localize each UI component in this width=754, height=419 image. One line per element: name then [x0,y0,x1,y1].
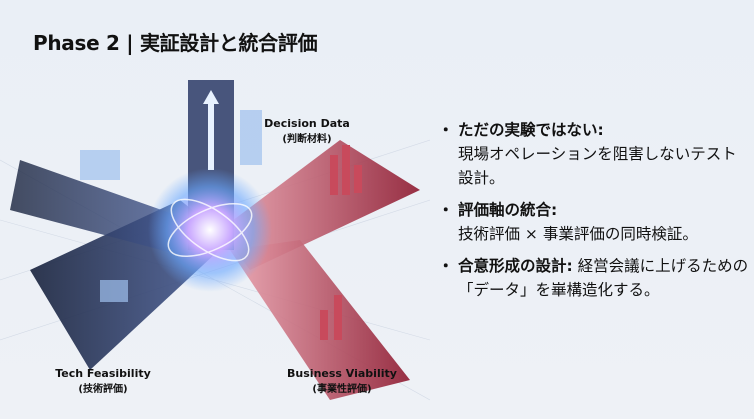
decision-data-label: Decision Data(判断材料) [264,117,350,145]
tech-feasibility-label: Tech Feasibility(技術評価) [55,367,151,395]
bullet-heading: ただの実験ではない: [458,121,604,139]
bullet-body: 技術評価 × 事業評価の同時検証。 [458,225,698,243]
bullet-item: ただの実験ではない: 現場オペレーションを阻害しないテスト設計。 [438,118,750,190]
bullet-body: 経営会議に上げるための「データ」を崋構造化する。 [458,257,749,299]
bullet-list: ただの実験ではない: 現場オペレーションを阻害しないテスト設計。 評価軸の統合: 技… [438,118,750,310]
left-path [10,160,190,255]
bullet-item: 評価軸の統合: 技術評価 × 事業評価の同時検証。 [438,198,750,246]
integration-sphere [148,168,272,292]
bullet-heading: 評価軸の統合: [458,201,558,219]
bullet-item: 合意形成の設計: 経営会議に上げるための「データ」を崋構造化する。 [438,254,750,302]
bullet-heading: 合意形成の設計: [458,257,573,275]
business-viability-label: Business Viability(事業性評価) [287,367,397,395]
page-title: Phase 2 | 実証設計と統合評価 [33,31,318,55]
up-arrow-icon [203,90,219,170]
integration-illustration [0,80,430,401]
bullet-body: 現場オペレーションを阻害しないテスト設計。 [458,145,737,187]
